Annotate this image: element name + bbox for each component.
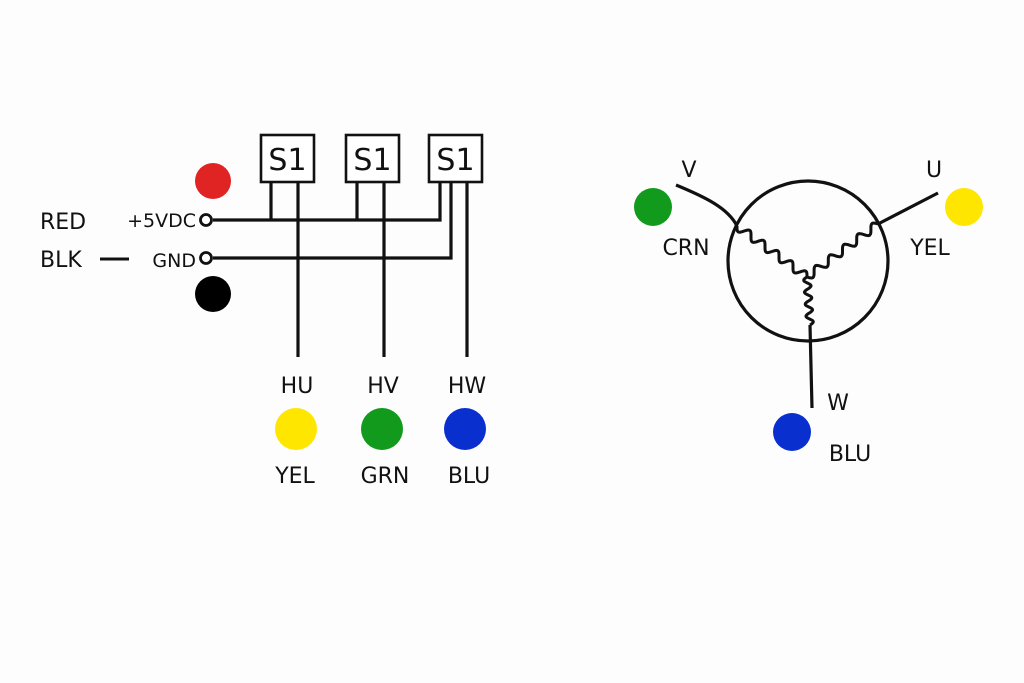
supply-label: +5VDC [127,210,196,232]
output-hv: HV GRN [361,374,410,489]
ground-terminal [199,251,213,265]
yellow-color-dot [945,188,983,226]
phase-label: W [827,391,849,416]
supply-bus-wire [213,182,442,222]
phase-u: U YEL [909,158,983,261]
sensor-label: S1 [353,143,391,178]
w-winding-coil [802,275,815,327]
w-phase-lead [808,324,814,409]
output-hu: HU YEL [274,374,317,489]
u-phase-lead [877,191,939,226]
output-signal-label: HV [367,374,399,399]
blue-color-dot [773,413,811,451]
phase-w: W BLU [773,391,871,467]
phase-wire-label: YEL [909,236,950,261]
motor-winding-diagram: V CRN U YEL W BLU [634,158,983,467]
output-wire-label: GRN [361,464,410,489]
sensor-box [259,133,316,184]
green-color-dot [361,408,403,450]
sensor-3: S1 [427,133,484,184]
motor-stator-circle [726,179,890,343]
ground-bus-wire [213,182,453,260]
output-signal-label: HU [281,374,314,399]
sensor-label: S1 [268,143,306,178]
output-signal-label: HW [448,374,487,399]
sensor-box [344,133,401,184]
yellow-color-dot [275,408,317,450]
sensor-label: S1 [436,143,474,178]
phase-label: U [926,158,942,183]
sensor-box [427,133,484,184]
sensor-2: S1 [344,133,401,184]
phase-v: V CRN [634,158,710,261]
v-winding-coil [735,226,809,277]
ground-label: GND [152,250,196,272]
output-hw: HW BLU [444,374,490,489]
hall-sensor-diagram: S1 S1 S1 RED +5VDC BLK GND [40,133,490,489]
v-phase-lead [675,183,739,227]
green-color-dot [634,188,672,226]
sensor-1: S1 [259,133,316,184]
blue-color-dot [444,408,486,450]
output-wire-label: YEL [274,464,315,489]
phase-wire-label: CRN [662,236,709,261]
output-wire-label: BLU [448,464,490,489]
ground-wire-label: BLK [40,248,82,273]
supply-terminal [199,213,213,227]
red-wire-color-dot [195,163,231,199]
phase-wire-label: BLU [829,442,871,467]
supply-wire-label: RED [40,210,86,235]
phase-label: V [681,158,696,183]
black-wire-color-dot [195,276,231,312]
u-winding-coil [806,221,879,280]
